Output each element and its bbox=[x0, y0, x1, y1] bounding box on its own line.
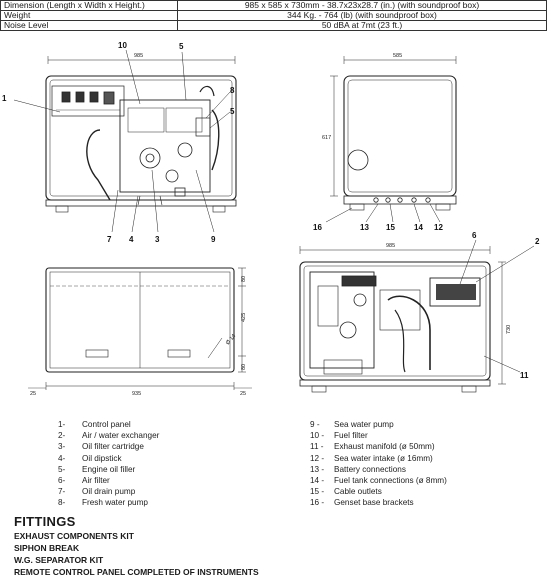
legend-item: 3- Oil filter cartridge bbox=[58, 441, 159, 452]
callout-front: 3 bbox=[155, 235, 160, 244]
legend-item: 5- Engine oil filler bbox=[58, 464, 159, 475]
callout-side: 14 bbox=[414, 223, 423, 232]
legend-item: 9 - Sea water pump bbox=[310, 419, 447, 430]
right-view bbox=[299, 239, 535, 393]
fittings-item: EXHAUST COMPONENTS KIT bbox=[14, 531, 134, 541]
callout-side: 13 bbox=[360, 223, 369, 232]
callout-right: 2 bbox=[535, 237, 540, 246]
legend-label: Control panel bbox=[82, 420, 131, 429]
legend-num: 16 - bbox=[310, 498, 325, 508]
fittings-item: W.G. SEPARATOR KIT bbox=[14, 555, 104, 565]
legend-right: 9 - Sea water pump 10 - Fuel filter 11 - Ex… bbox=[310, 419, 447, 509]
legend-num: 12 - bbox=[310, 453, 325, 463]
legend-label: Fuel tank connections (ø 8mm) bbox=[334, 476, 447, 486]
legend-label: Oil drain pump bbox=[82, 487, 136, 497]
legend-num: 9 - bbox=[310, 420, 320, 429]
fittings-item: SIPHON BREAK bbox=[14, 543, 80, 553]
callout-right: 11 bbox=[520, 371, 529, 380]
legend-num: 15 - bbox=[310, 487, 325, 497]
callout-front: 5 bbox=[230, 107, 235, 116]
legend-label: Fuel filter bbox=[334, 431, 368, 441]
legend-item: 12 - Sea water intake (ø 16mm) bbox=[310, 453, 447, 464]
legend-num: 3- bbox=[58, 442, 66, 452]
legend-item: 4- Oil dipstick bbox=[58, 453, 159, 464]
callout-front: 1 bbox=[2, 94, 7, 103]
legend-label: Cable outlets bbox=[334, 487, 382, 497]
dim-diag: Ø 14 bbox=[225, 333, 237, 346]
dim-top-offset2: 80 bbox=[241, 364, 247, 370]
legend-item: 7- Oil drain pump bbox=[58, 486, 159, 497]
legend-num: 14 - bbox=[310, 476, 325, 486]
legend-label: Exhaust manifold (ø 50mm) bbox=[334, 442, 435, 452]
callout-front: 4 bbox=[129, 235, 134, 244]
spec-value: 50 dBA at 7mt (23 ft.) bbox=[177, 20, 547, 31]
legend-num: 5- bbox=[58, 464, 66, 474]
legend-num: 11 - bbox=[310, 442, 324, 452]
dim-right-height: 730 bbox=[506, 325, 512, 334]
legend-label: Oil dipstick bbox=[82, 453, 122, 463]
legend-num: 10 - bbox=[310, 431, 325, 441]
side-view bbox=[325, 56, 457, 223]
callout-side: 15 bbox=[386, 223, 395, 232]
legend-num: 13 - bbox=[310, 464, 325, 474]
legend-item: 10 - Fuel filter bbox=[310, 430, 447, 441]
legend-item: 11 - Exhaust manifold (ø 50mm) bbox=[310, 441, 447, 452]
callout-front: 5 bbox=[179, 42, 184, 51]
legend-item: 6- Air filter bbox=[58, 475, 159, 486]
fittings-section: FITTINGS EXHAUST COMPONENTS KIT SIPHON B… bbox=[14, 514, 259, 578]
fittings-title: FITTINGS bbox=[14, 514, 76, 529]
callout-side: 12 bbox=[434, 223, 443, 232]
dim-front-width: 985 bbox=[134, 53, 143, 59]
callout-front: 8 bbox=[230, 86, 235, 95]
legend-item: 2- Air / water exchanger bbox=[58, 430, 159, 441]
dim-right-margin: 25 bbox=[240, 391, 246, 397]
legend-num: 2- bbox=[58, 431, 66, 441]
legend-label: Battery connections bbox=[334, 464, 406, 474]
legend-item: 15 - Cable outlets bbox=[310, 486, 447, 497]
dim-top-offset: 80 bbox=[241, 276, 247, 282]
dim-top-depth: 425 bbox=[241, 313, 247, 322]
legend-label: Engine oil filler bbox=[82, 464, 136, 474]
legend-item: 14 - Fuel tank connections (ø 8mm) bbox=[310, 475, 447, 486]
fittings-item: REMOTE CONTROL PANEL COMPLETED OF INSTRU… bbox=[14, 567, 259, 577]
legend-num: 4- bbox=[58, 453, 66, 463]
front-view bbox=[13, 49, 237, 233]
legend-item: 1- Control panel bbox=[58, 419, 159, 430]
callout-front: 7 bbox=[107, 235, 112, 244]
legend-item: 13 - Battery connections bbox=[310, 464, 447, 475]
dim-left-margin: 25 bbox=[30, 391, 36, 397]
spec-row-noise: Noise Level 50 dBA at 7mt (23 ft.) bbox=[0, 20, 547, 31]
dim-side-height: 617 bbox=[322, 135, 331, 141]
legend-num: 7- bbox=[58, 487, 66, 497]
specs-table: Dimension (Length x Width x Height.) 985… bbox=[0, 0, 547, 31]
callout-side: 16 bbox=[313, 223, 322, 232]
legend-num: 8- bbox=[58, 498, 66, 508]
top-view bbox=[28, 267, 252, 390]
dim-top-inner: 935 bbox=[132, 391, 141, 397]
legend-label: Sea water intake (ø 16mm) bbox=[334, 453, 433, 463]
legend-label: Sea water pump bbox=[334, 420, 394, 429]
legend-label: Air / water exchanger bbox=[82, 431, 160, 441]
legend-left: 1-Control panel 2-Air / water exchanger … bbox=[58, 419, 159, 509]
legend-item: 8- Fresh water pump bbox=[58, 497, 159, 508]
legend-label: Genset base brackets bbox=[334, 498, 414, 508]
dim-side-width: 585 bbox=[393, 53, 402, 59]
callout-front: 10 bbox=[118, 41, 127, 50]
legend-num: 6- bbox=[58, 476, 66, 486]
legend-label: Fresh water pump bbox=[82, 498, 148, 508]
legend-num: 1- bbox=[58, 420, 66, 429]
callout-right: 6 bbox=[472, 231, 477, 240]
callout-front: 9 bbox=[211, 235, 216, 244]
legend-label: Air filter bbox=[82, 476, 110, 486]
legend-label: Oil filter cartridge bbox=[82, 442, 144, 452]
dim-top-width: 985 bbox=[386, 243, 395, 249]
legend-item: 16 - Genset base brackets bbox=[310, 497, 447, 508]
